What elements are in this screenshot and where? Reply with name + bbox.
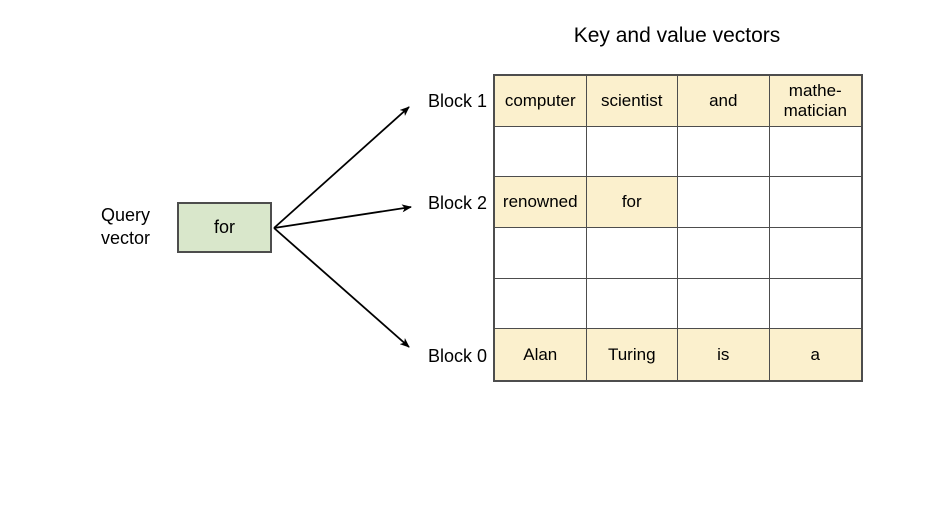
grid-cell-r1-c2[interactable] xyxy=(678,126,770,178)
grid-cell-r5-c2[interactable]: is xyxy=(678,329,770,380)
grid-cell-r5-c1[interactable]: Turing xyxy=(586,329,678,380)
grid-cell-r5-c3[interactable]: a xyxy=(769,329,861,380)
block-label-1: Block 1 xyxy=(427,91,487,111)
query-vector-box[interactable]: for xyxy=(177,202,272,253)
grid-cell-r1-c0[interactable] xyxy=(495,126,587,178)
grid-cell-r0-c2[interactable]: and xyxy=(678,76,770,127)
grid-cell-r0-c0[interactable]: computer xyxy=(495,76,587,127)
grid-cell-text: renowned xyxy=(502,192,578,212)
grid-cell-text: for xyxy=(621,192,642,212)
arrow-to-block-2 xyxy=(273,204,412,229)
query-vector-label-line1: Query xyxy=(101,205,151,225)
arrow-to-block-1 xyxy=(273,106,410,229)
grid-cell-text: computer xyxy=(504,90,576,110)
grid-cell-r2-c0[interactable]: renowned xyxy=(495,177,587,228)
grid-cell-r3-c2[interactable] xyxy=(678,228,770,279)
grid-cell-r3-c0[interactable] xyxy=(495,228,587,279)
grid-cell-text: Alan xyxy=(523,344,558,364)
grid-cell-r5-c0[interactable]: Alan xyxy=(495,329,587,380)
query-vector-label: Query vector xyxy=(101,204,175,250)
grid-cell-r3-c3[interactable] xyxy=(769,228,861,279)
grid-cell-r4-c0[interactable] xyxy=(495,278,587,330)
block-label-0: Block 0 xyxy=(427,346,487,366)
grid-cell-r0-c1[interactable]: scientist xyxy=(586,76,678,127)
grid-cell-r0-c3[interactable]: mathe-matician xyxy=(769,76,861,127)
arrow-to-block-0 xyxy=(273,227,410,348)
query-vector-label-line2: vector xyxy=(101,228,151,248)
grid-cell-r4-c3[interactable] xyxy=(769,278,861,330)
grid-cell-r4-c1[interactable] xyxy=(586,278,678,330)
query-vector-value: for xyxy=(213,217,235,237)
grid-cell-r3-c1[interactable] xyxy=(586,228,678,279)
key-value-grid: computer scientist and mathe-matician renown… xyxy=(493,74,863,382)
grid-cell-r1-c3[interactable] xyxy=(769,126,861,178)
grid-cell-r1-c1[interactable] xyxy=(586,126,678,178)
grid-cell-text: a xyxy=(810,344,820,364)
grid-cell-text: mathe-matician xyxy=(783,80,847,120)
grid-cell-r2-c2[interactable] xyxy=(678,177,770,228)
grid-cell-r2-c1[interactable]: for xyxy=(586,177,678,228)
grid-cell-text: scientist xyxy=(601,90,663,110)
grid-cell-r4-c2[interactable] xyxy=(678,278,770,330)
grid-cell-text: is xyxy=(717,344,730,364)
grid-cell-text: and xyxy=(709,90,738,110)
grid-cell-text: Turing xyxy=(607,344,656,364)
page-title: Key and value vectors xyxy=(573,24,781,47)
block-label-2: Block 2 xyxy=(427,193,487,213)
grid-cell-r2-c3[interactable] xyxy=(769,177,861,228)
